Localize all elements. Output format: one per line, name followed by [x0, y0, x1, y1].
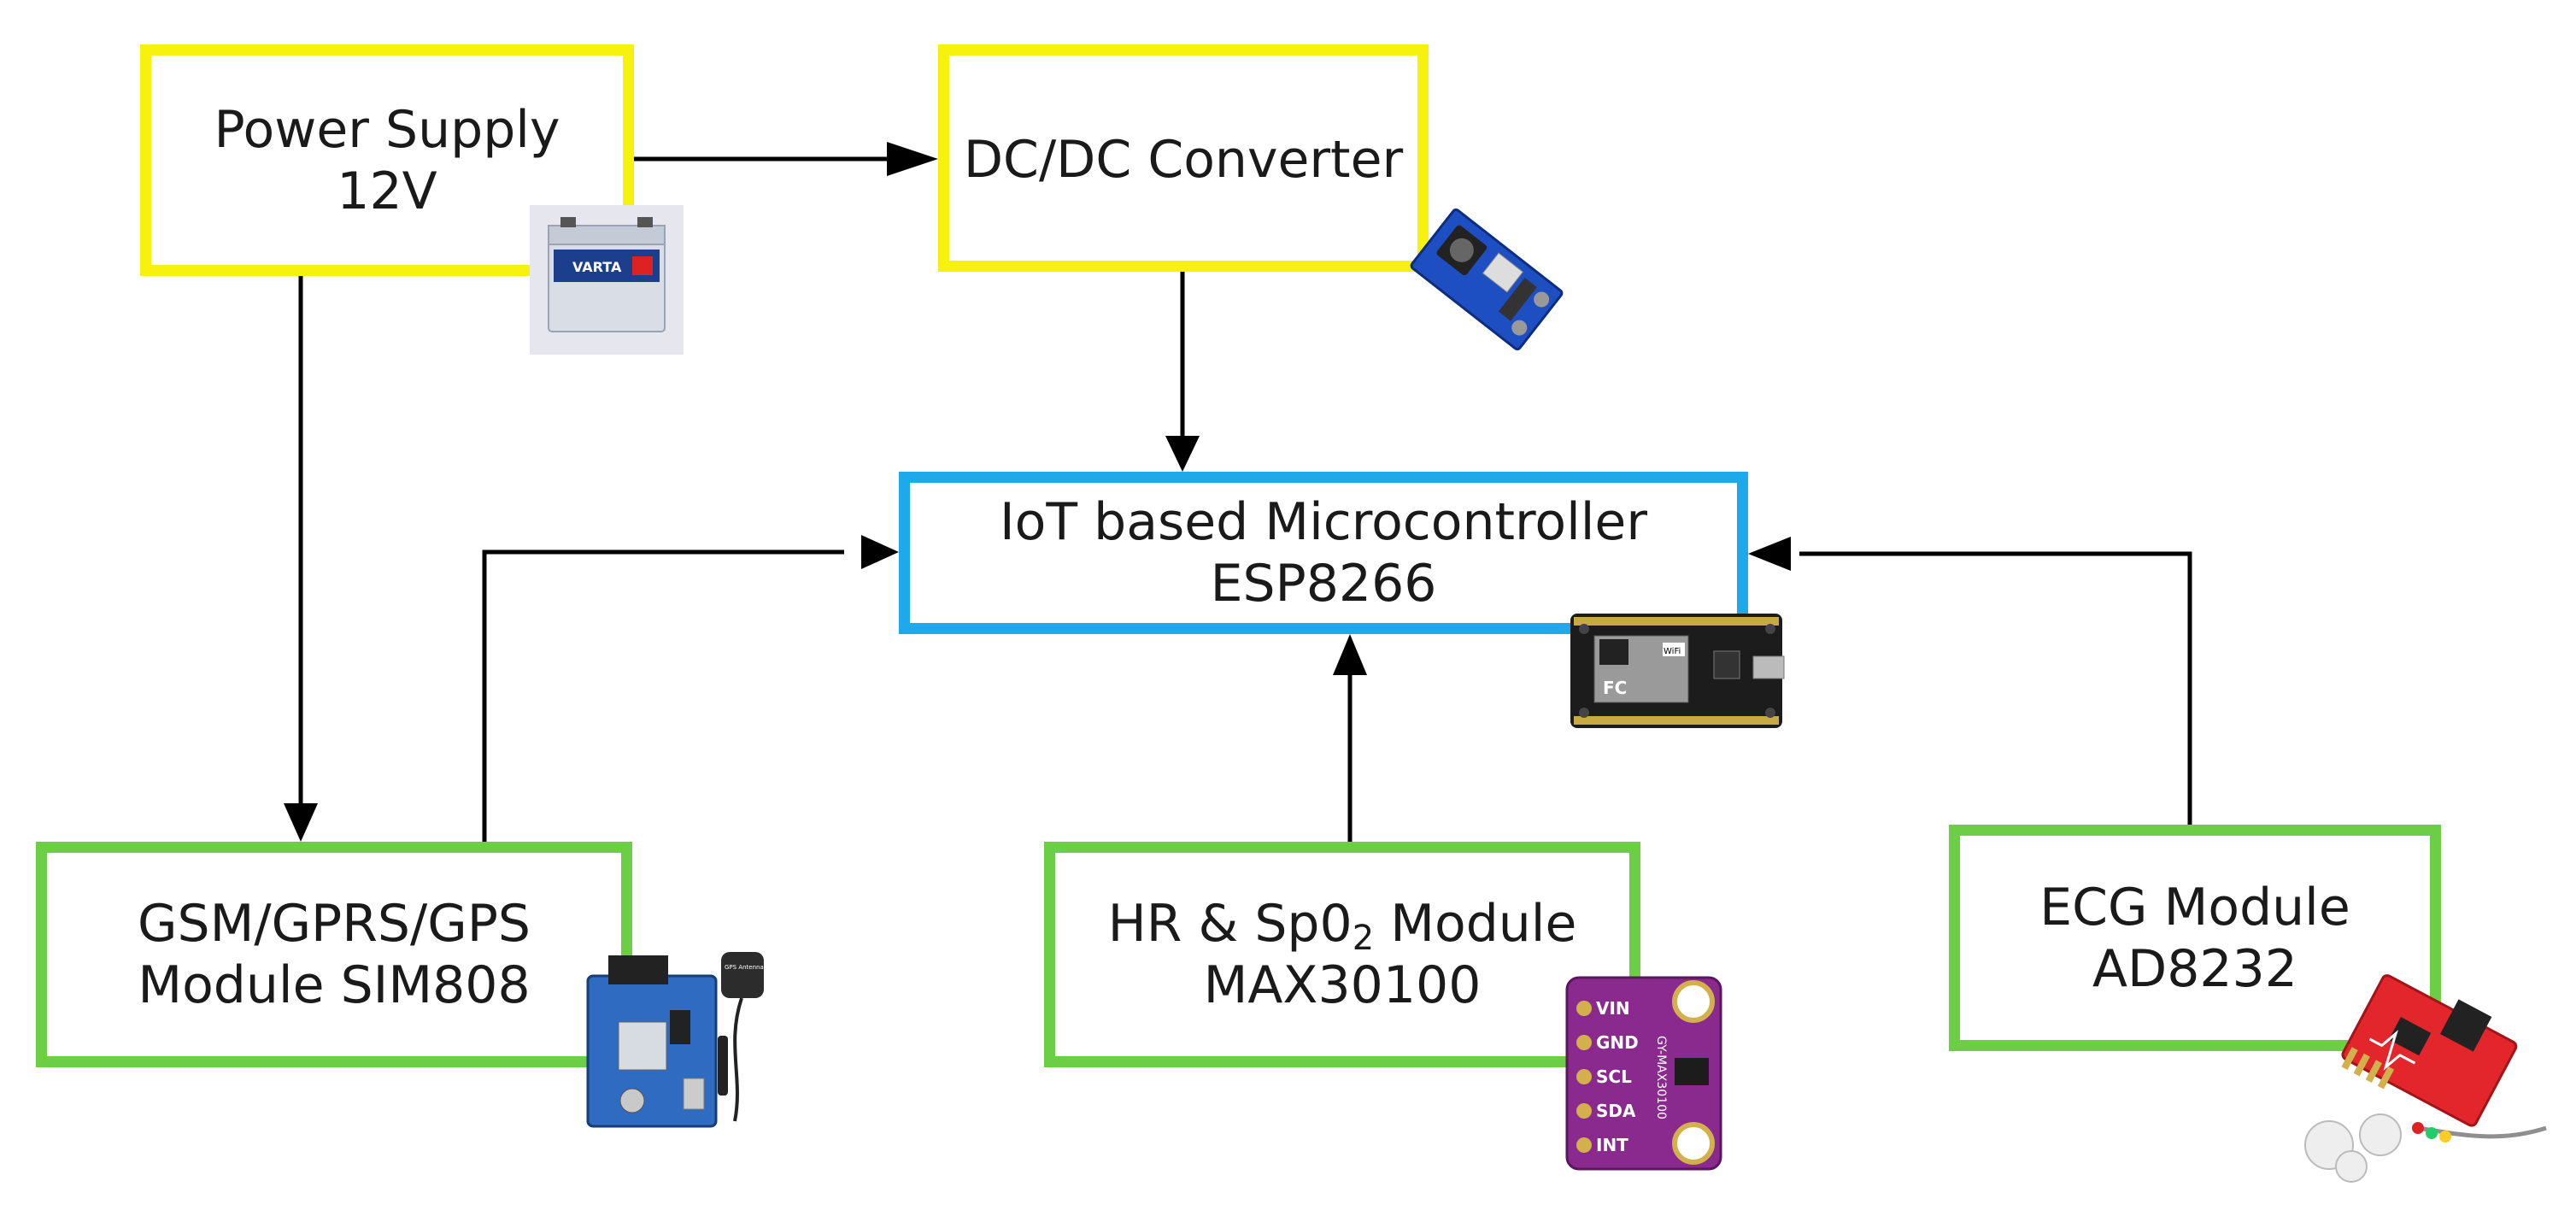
arrowhead-mcu-top	[1165, 436, 1200, 472]
arrowhead-mcu-bottom	[1333, 634, 1367, 675]
edge-ecg-to-mcu	[1799, 551, 2192, 825]
dc-converter-node: DC/DC Converter	[938, 44, 1429, 272]
power-supply-voltage: 12V	[337, 161, 437, 221]
gsm-module-model: Module SIM808	[138, 955, 531, 1015]
ecg-module-label: ECG Module	[2039, 877, 2350, 937]
arrowhead-mcu-right	[1748, 537, 1791, 571]
arrowhead-converter	[887, 142, 938, 176]
hr-module-label-subscript: 2	[1352, 919, 1375, 958]
converter-board-image	[1410, 208, 1564, 351]
ecg-module-node: ECG Module AD8232	[1949, 825, 2441, 1051]
sim808-board-image: GPS Antenna	[586, 952, 764, 1128]
esp-fc-text: FC	[1603, 678, 1627, 698]
microcontroller-label: IoT based Microcontroller	[999, 492, 1648, 552]
gps-antenna-tag: GPS Antenna	[725, 964, 764, 971]
microcontroller-node: IoT based Microcontroller ESP8266	[899, 472, 1748, 634]
esp-wifi-text: WiFi	[1664, 647, 1681, 656]
ecg-module-model: AD8232	[2092, 938, 2297, 999]
gsm-module-label: GSM/GPRS/GPS	[138, 894, 531, 954]
max-pin-vin: VIN	[1596, 998, 1630, 1019]
battery-brand-text: VARTA	[572, 259, 622, 275]
arrowhead-mcu-left	[861, 535, 899, 569]
hr-module-label-suffix: Module	[1374, 894, 1577, 954]
arrowhead-gsm	[284, 803, 318, 842]
power-supply-label: Power Supply	[214, 99, 560, 160]
gsm-module-node: GSM/GPRS/GPS Module SIM808	[36, 842, 632, 1067]
hr-module-node: HR & Sp02 Module MAX30100	[1044, 842, 1640, 1067]
hr-module-model: MAX30100	[1203, 955, 1482, 1015]
max-pin-gnd: GND	[1596, 1032, 1639, 1053]
hr-module-label-prefix: HR & Sp0	[1107, 894, 1353, 954]
hr-module-label: HR & Sp02 Module	[1108, 893, 1577, 955]
max-chip-label: GY-MAX30100	[1654, 1036, 1668, 1119]
esp8266-board-image: FC WiFi	[1570, 614, 1785, 728]
max-pin-int: INT	[1596, 1135, 1628, 1155]
edge-gsm-to-mcu	[482, 549, 844, 842]
max30100-board-image: VIN GND SCL SDA INT GY-MAX30100	[1565, 976, 1722, 1171]
dc-converter-label: DC/DC Converter	[963, 130, 1404, 190]
max-pin-scl: SCL	[1596, 1066, 1632, 1087]
battery-image: VARTA	[530, 205, 684, 355]
max-pin-sda: SDA	[1596, 1101, 1636, 1121]
microcontroller-model: ESP8266	[1210, 554, 1437, 614]
ad8232-board-image	[2304, 974, 2547, 1183]
